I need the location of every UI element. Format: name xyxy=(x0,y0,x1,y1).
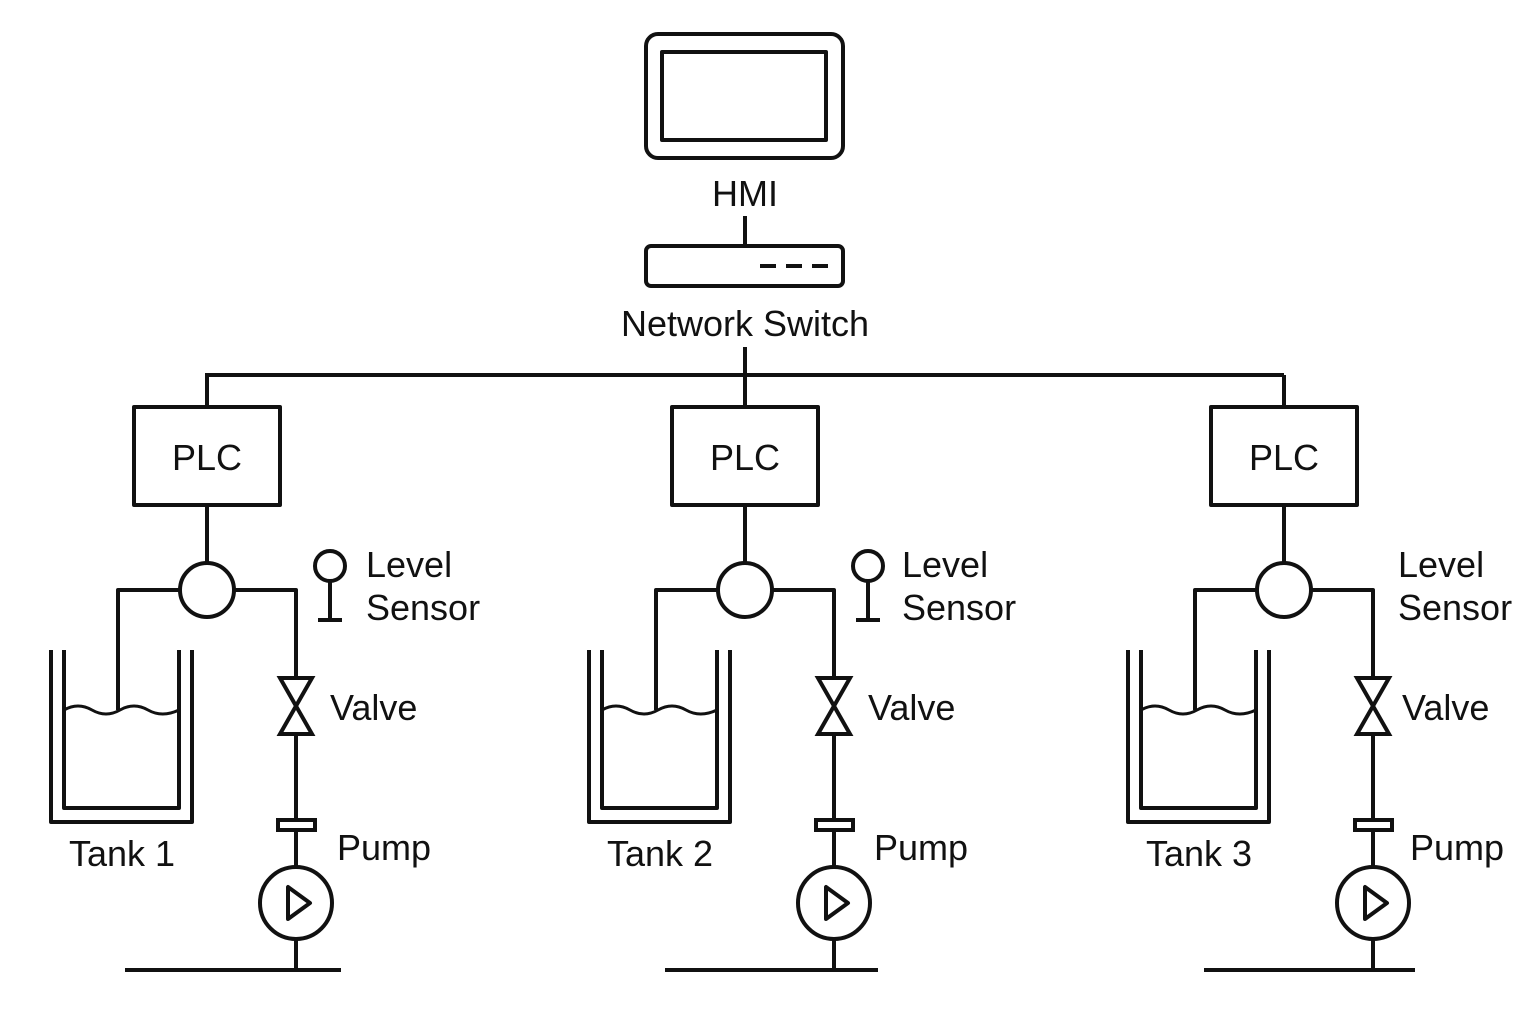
plc-label: PLC xyxy=(172,437,242,478)
control-unit-2: PLC Tank 2 Level Sensor Valve Pump xyxy=(587,375,1016,972)
valve-label: Valve xyxy=(1402,687,1489,728)
network-switch-label: Network Switch xyxy=(621,303,869,344)
level-sensor-icon xyxy=(313,549,347,622)
level-sensor-label-line2: Sensor xyxy=(1398,587,1512,628)
tank-vessel-icon xyxy=(587,650,732,824)
valve-label: Valve xyxy=(330,687,417,728)
pump-label: Pump xyxy=(1410,827,1504,868)
level-sensor-label-line2: Sensor xyxy=(366,587,480,628)
tank-vessel-icon xyxy=(1126,650,1271,824)
control-unit-3: PLC Tank 3 Level Sensor Valve Pump xyxy=(1126,375,1512,972)
valve-label: Valve xyxy=(868,687,955,728)
tank-label: Tank 3 xyxy=(1146,833,1252,874)
hmi-monitor-icon xyxy=(644,32,845,160)
level-sensor-label-line2: Sensor xyxy=(902,587,1016,628)
plc-label: PLC xyxy=(710,437,780,478)
pump-flange-icon xyxy=(276,818,317,832)
valve-feed-line xyxy=(772,588,836,678)
pump-label: Pump xyxy=(874,827,968,868)
pump-label: Pump xyxy=(337,827,431,868)
junction-node xyxy=(1255,561,1313,619)
tank-vessel-icon xyxy=(49,650,194,824)
pump-icon xyxy=(258,865,334,941)
tank-label: Tank 2 xyxy=(607,833,713,874)
network-bus xyxy=(205,347,1284,377)
valve-feed-line xyxy=(1311,588,1375,678)
junction-node xyxy=(178,561,236,619)
valve-icon xyxy=(814,676,854,736)
pump-icon xyxy=(796,865,872,941)
tank-label: Tank 1 xyxy=(69,833,175,874)
tank-feed-line xyxy=(1193,588,1257,710)
level-sensor-label-line1: Level xyxy=(902,544,988,585)
level-sensor-label-line1: Level xyxy=(366,544,452,585)
control-unit-1: PLC Tank 1 Level Sensor Valve Pump xyxy=(49,375,480,972)
pump-icon xyxy=(1335,865,1411,941)
network-switch-icon xyxy=(644,244,845,288)
pump-flange-icon xyxy=(814,818,855,832)
valve-feed-line xyxy=(234,588,298,678)
pump-flange-icon xyxy=(1353,818,1394,832)
tank-feed-line xyxy=(116,588,180,710)
level-sensor-label-line1: Level xyxy=(1398,544,1484,585)
plc-label: PLC xyxy=(1249,437,1319,478)
junction-node xyxy=(716,561,774,619)
valve-icon xyxy=(276,676,316,736)
level-sensor-icon xyxy=(851,549,885,622)
hmi-label: HMI xyxy=(712,173,778,214)
tank-feed-line xyxy=(654,588,718,710)
valve-icon xyxy=(1353,676,1393,736)
